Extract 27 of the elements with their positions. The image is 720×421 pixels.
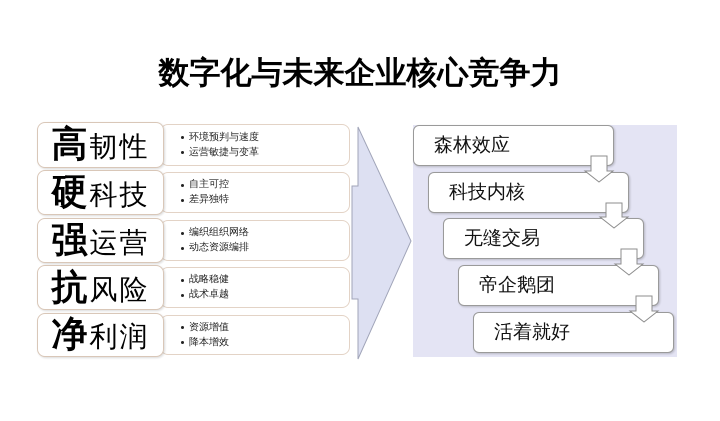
down-arrow — [628, 296, 660, 323]
bullet-item: 资源增值 — [189, 322, 229, 334]
down-arrow — [598, 202, 630, 229]
title-box: 硬科技 — [37, 170, 164, 215]
step-box: 帝企鹅团 — [458, 265, 659, 306]
step-box: 无缝交易 — [443, 218, 644, 259]
bullet-item: 降本增效 — [189, 336, 229, 348]
block-arrow — [352, 126, 412, 360]
bullet-item: 战术卓越 — [189, 289, 229, 301]
title-box: 高韧性 — [37, 122, 164, 168]
bullet-item: 战略稳健 — [189, 274, 229, 286]
bullet-item: 差异独特 — [189, 194, 229, 206]
step-box: 科技内核 — [428, 172, 629, 213]
title: 数字化与未来企业核心竞争力 — [157, 58, 562, 89]
title-box: 抗风险 — [37, 265, 164, 310]
panel-background — [413, 125, 677, 357]
bullet-item: 编织组织网络 — [189, 227, 249, 239]
title-box: 净利润 — [37, 313, 164, 357]
bullet-item: 环境预判与速度 — [189, 132, 259, 144]
down-arrow — [614, 248, 644, 276]
title-box: 强运营 — [37, 218, 164, 263]
bullet-item: 动态资源编排 — [189, 242, 249, 254]
down-arrow — [584, 156, 614, 183]
step-box: 活着就好 — [473, 312, 674, 353]
bullet-item: 自主可控 — [189, 179, 229, 191]
step-box: 森林效应 — [413, 125, 614, 166]
bullet-item: 运营敏捷与变革 — [189, 146, 259, 158]
